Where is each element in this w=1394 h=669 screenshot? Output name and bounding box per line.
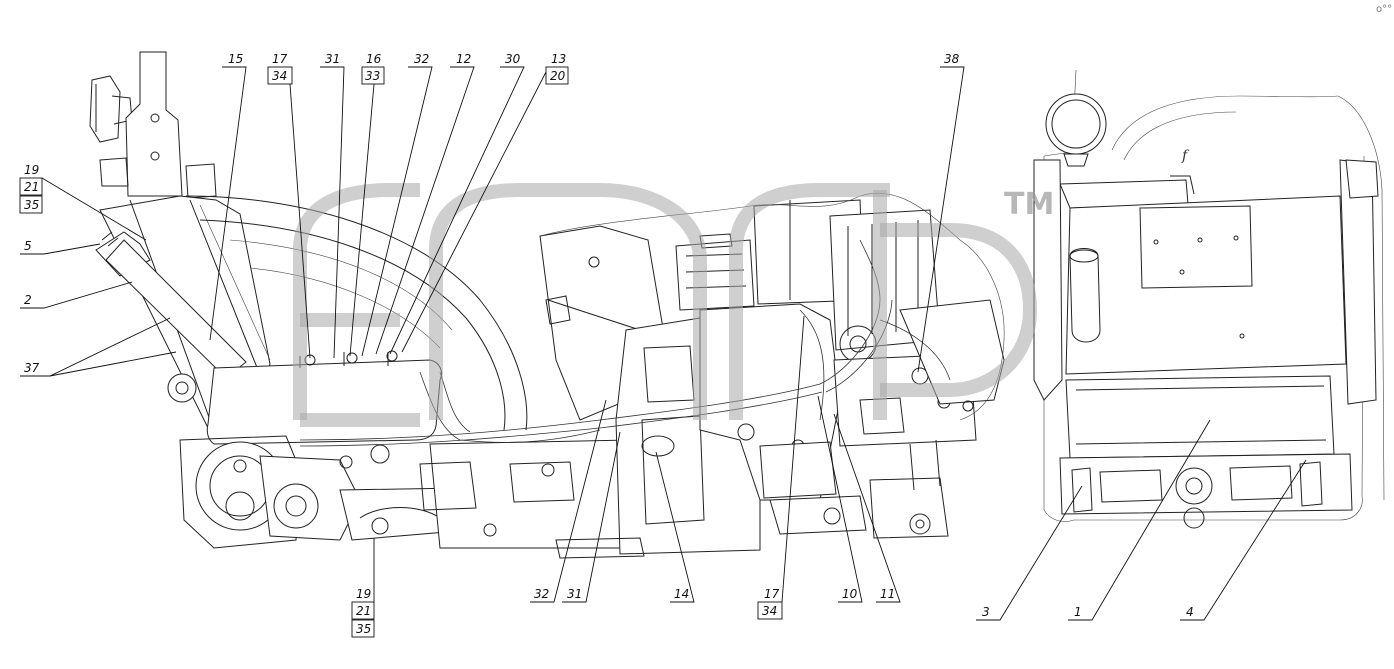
callout-35-left-box (19, 195, 43, 214)
callout-4: 4 (1186, 605, 1194, 619)
callouts: 15 17 34 31 16 33 32 12 30 13 20 38 19 (19, 52, 1307, 638)
callout-34-top: 34 (272, 69, 287, 83)
callout-20-box (545, 66, 569, 85)
callout-13: 13 (551, 52, 566, 66)
callout-31-bottom: 31 (567, 587, 582, 601)
gauge-icon (1045, 93, 1107, 155)
callout-20: 20 (550, 69, 566, 83)
callout-3: 3 (982, 605, 990, 619)
callout-17-bottom: 17 (764, 587, 780, 601)
callout-2: 2 (24, 293, 32, 307)
callout-21-bottom-box (351, 601, 375, 620)
callout-33-box (361, 66, 385, 85)
callout-21-bottom: 21 (356, 604, 371, 618)
callout-34-bottom: 34 (762, 604, 777, 618)
callout-34-bottom-box (757, 601, 783, 620)
callout-32-top: 32 (414, 52, 429, 66)
callout-35-bottom-box (351, 619, 375, 638)
callout-5: 5 (24, 239, 32, 253)
callout-17-top: 17 (272, 52, 288, 66)
callout-1: 1 (1074, 605, 1082, 619)
svg-text:f: f (1181, 148, 1190, 164)
callout-31-top: 31 (325, 52, 340, 66)
callout-10: 10 (842, 587, 858, 601)
callout-14: 14 (674, 587, 689, 601)
callout-37: 37 (24, 361, 40, 375)
callout-15: 15 (228, 52, 243, 66)
callout-33: 33 (365, 69, 380, 83)
callout-35-left: 35 (24, 198, 39, 212)
callout-19-bottom: 19 (356, 587, 371, 601)
callout-32-bottom: 32 (534, 587, 549, 601)
callout-11: 11 (880, 587, 895, 601)
callout-21-left-box (19, 177, 43, 196)
callout-38: 38 (944, 52, 960, 66)
side-view (89, 51, 1005, 559)
callout-19-left: 19 (24, 163, 39, 177)
rear-view: f (1033, 69, 1385, 529)
headlight-icon (89, 75, 133, 143)
watermark-tm: TM (1004, 187, 1054, 222)
callout-16: 16 (366, 52, 382, 66)
corner-mark: o°° (1376, 4, 1392, 15)
callout-21-left: 21 (24, 180, 39, 194)
callout-12: 12 (456, 52, 471, 66)
callout-30: 30 (505, 52, 521, 66)
watermark: TM (293, 183, 1054, 427)
callout-34-box (267, 66, 293, 85)
callout-35-bottom: 35 (356, 622, 371, 636)
